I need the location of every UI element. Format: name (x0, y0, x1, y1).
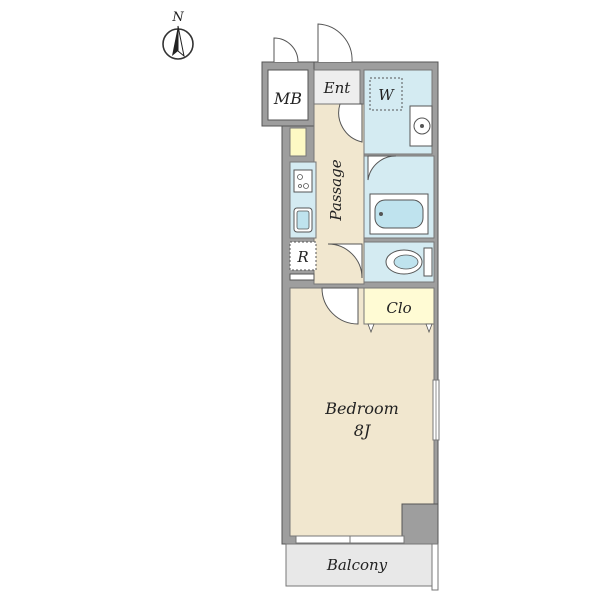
bedroom-window (432, 379, 440, 441)
kitchen-shelf (289, 273, 315, 281)
closet (363, 287, 435, 325)
closet-door-icon (367, 323, 433, 334)
compass-label: N (171, 10, 184, 25)
balcony-sliding-door (295, 535, 405, 544)
north-arrow-icon (162, 25, 194, 60)
meter-box (267, 69, 309, 121)
kitchen-sink-icon (293, 207, 313, 233)
passage-door-swing (327, 103, 363, 279)
entrance-door-swing (273, 23, 353, 63)
refrigerator-space (289, 241, 317, 271)
washroom-door-swing (367, 155, 397, 181)
meter-box-label: MB (273, 89, 302, 108)
wash-basin-icon (409, 105, 433, 147)
bedroom-label: Bedroom (324, 399, 399, 418)
entrance-label: Ent (323, 79, 352, 97)
passage-label: Passage (327, 159, 345, 221)
toilet-icon (385, 247, 433, 277)
balcony-rail (431, 543, 439, 591)
refrigerator-label: R (296, 248, 308, 266)
closet-label: Clo (386, 299, 411, 317)
balcony-label: Balcony (326, 556, 388, 574)
stove-icon (293, 169, 313, 193)
bedroom-door-swing (321, 287, 359, 325)
entrance (313, 69, 361, 105)
balcony (285, 543, 433, 587)
washer-label: W (378, 86, 395, 104)
bedroom (289, 287, 435, 537)
wall-pillar (401, 503, 439, 545)
bathtub-icon (369, 193, 429, 235)
shoe-cabinet (289, 127, 307, 157)
washer-space (369, 77, 403, 111)
bedroom-size: 8J (354, 421, 372, 440)
